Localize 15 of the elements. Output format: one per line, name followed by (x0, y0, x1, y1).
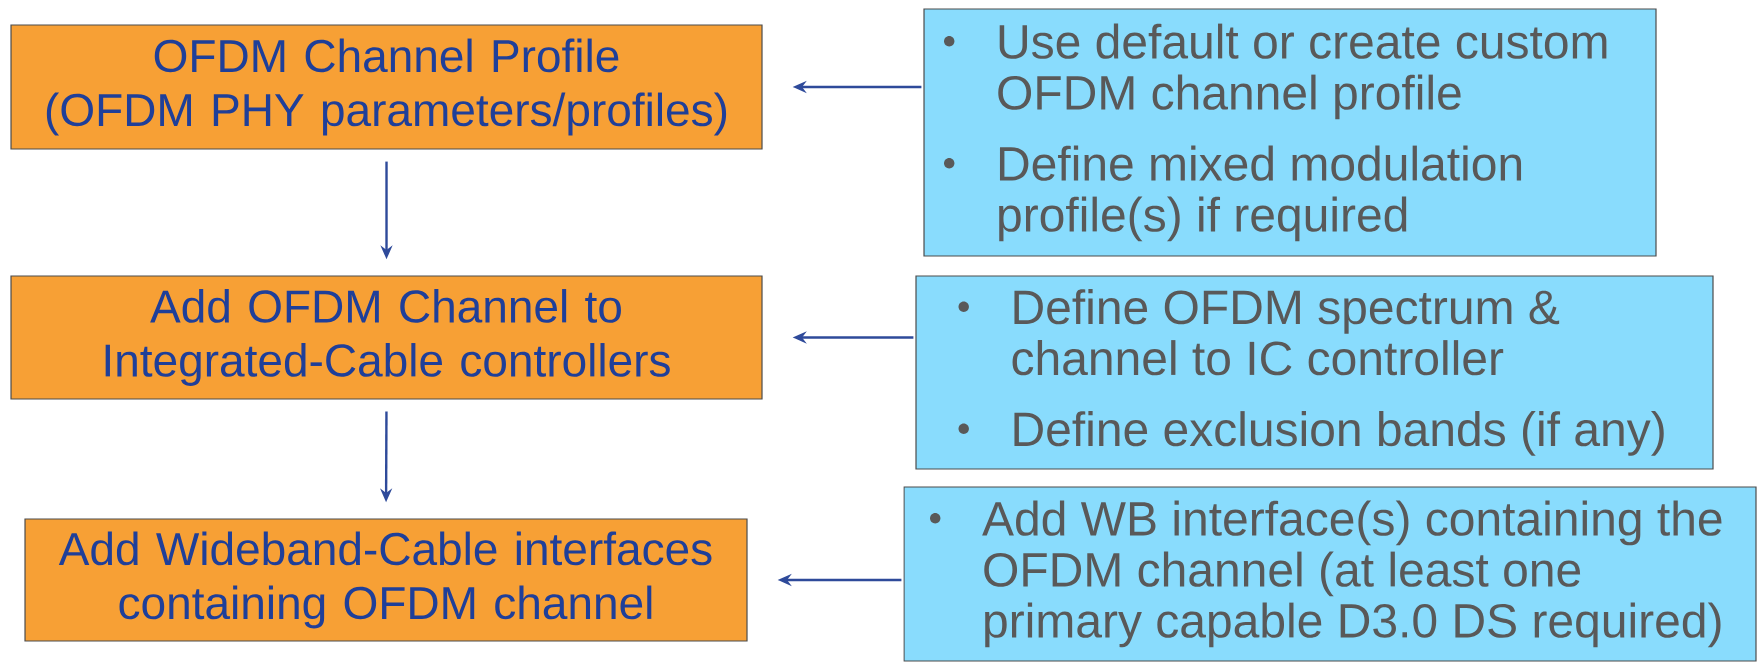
process-box (10, 24, 763, 150)
note-box (903, 486, 1757, 662)
bullet-item: Use default or create custom OFDM channel profile (944, 23, 1607, 120)
bullet-item: Add WB interface(s) containing the OFDM channel (at least one primary capable D3.0 DS required) (930, 500, 1722, 648)
bullet-item: Define OFDM spectrum & channel to IC controller (958, 289, 1560, 376)
bullet-item: Define mixed modulation profile(s) if required (944, 145, 1522, 242)
note-box (915, 275, 1714, 470)
process-box (24, 518, 748, 642)
box-label: Add Wideband-Cable interfaces containing OFDM channel (58, 531, 712, 629)
process-box (10, 275, 763, 400)
box-label: Add OFDM Channel to Integrated-Cable controllers (105, 289, 670, 386)
bullet-item: Define exclusion bands (if any) (958, 411, 1664, 456)
box-label: (OFDM PHY parameters/profiles) (46, 92, 727, 136)
note-box (923, 8, 1657, 257)
box-label: OFDM Channel Profile (154, 38, 619, 73)
